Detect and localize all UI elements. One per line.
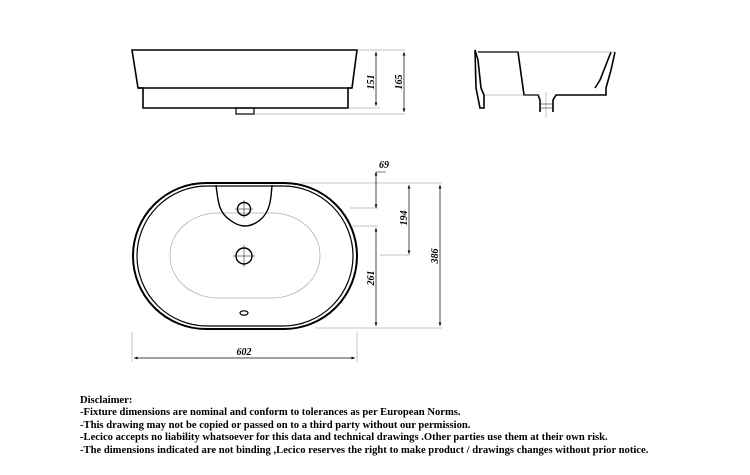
dim-602: 602: [237, 347, 252, 358]
dim-194: 194: [399, 211, 410, 226]
disclaimer-line: -The dimensions indicated are not bindin…: [80, 444, 649, 456]
disclaimer: Disclaimer: -Fixture dimensions are nomi…: [80, 395, 648, 457]
disclaimer-line: -This drawing may not be copied or passe…: [80, 419, 471, 431]
dim-165: 165: [394, 75, 405, 90]
dim-151: 151: [366, 75, 377, 90]
side-view: [474, 49, 616, 118]
disclaimer-line: -Fixture dimensions are nominal and conf…: [80, 407, 461, 419]
top-view: [131, 171, 442, 362]
dim-69: 69: [379, 160, 389, 171]
disclaimer-line: -Lecico accepts no liability whatsoever …: [80, 432, 608, 444]
dim-261: 261: [366, 271, 377, 287]
dim-386: 386: [430, 249, 441, 265]
disclaimer-title: Disclaimer:: [80, 395, 133, 406]
front-view: [131, 49, 406, 115]
